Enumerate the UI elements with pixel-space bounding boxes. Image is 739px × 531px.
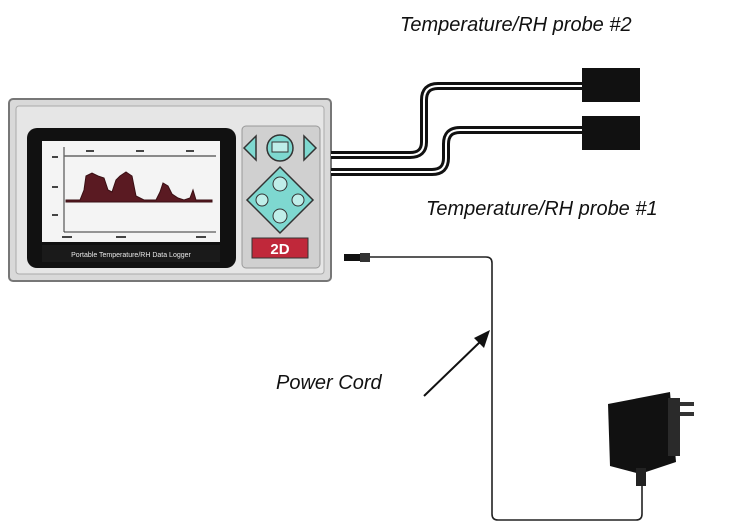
device-logo: 2D	[251, 237, 309, 259]
wall-adapter-body	[608, 392, 676, 474]
probe1-sensor	[582, 116, 640, 150]
data-logger-device: Portable Temperature/RH Data Logger 2D	[8, 98, 332, 282]
navigation-pad[interactable]	[245, 165, 315, 235]
nav-up-button[interactable]	[272, 176, 288, 192]
power-cord-line	[370, 256, 643, 521]
probe1-label: Temperature/RH probe #1	[426, 198, 658, 220]
screen-chart-ticks	[52, 150, 206, 238]
nav-left-button[interactable]	[255, 193, 269, 207]
screen-chart	[52, 147, 216, 238]
left-arrow-icon	[242, 134, 257, 162]
right-arrow-icon	[303, 134, 318, 162]
probe1-cable-highlight	[331, 129, 582, 173]
device-logo-text: 2D	[270, 241, 289, 258]
probe2-sensor	[582, 68, 640, 102]
power-cord-arrowhead	[474, 330, 490, 348]
left-arrow-button[interactable]	[242, 134, 257, 162]
screen-caption-strip	[42, 245, 220, 262]
nav-right-button[interactable]	[291, 193, 305, 207]
menu-icon	[271, 141, 289, 153]
probe2-cable-highlight	[331, 85, 582, 156]
right-arrow-button[interactable]	[303, 134, 318, 162]
wall-adapter-cord-strain	[636, 468, 646, 486]
wall-adapter-prong-bottom	[680, 412, 694, 416]
screen-caption: Portable Temperature/RH Data Logger	[71, 252, 191, 259]
screen-chart-trace	[65, 171, 213, 203]
wall-adapter	[608, 392, 694, 486]
probe2-label: Temperature/RH probe #2	[400, 14, 632, 36]
power-plug-body	[360, 253, 370, 262]
menu-button[interactable]	[266, 134, 294, 162]
power-plug-tip	[344, 254, 366, 261]
power-cord-arrow-line	[423, 339, 483, 397]
nav-down-button[interactable]	[272, 208, 288, 224]
wall-adapter-side	[668, 398, 680, 456]
power-cord	[344, 253, 643, 521]
power-cord-label: Power Cord	[276, 372, 382, 394]
wall-adapter-prong-top	[680, 402, 694, 406]
nav-pad-diamond	[245, 165, 315, 235]
probe2-cable	[331, 82, 582, 159]
